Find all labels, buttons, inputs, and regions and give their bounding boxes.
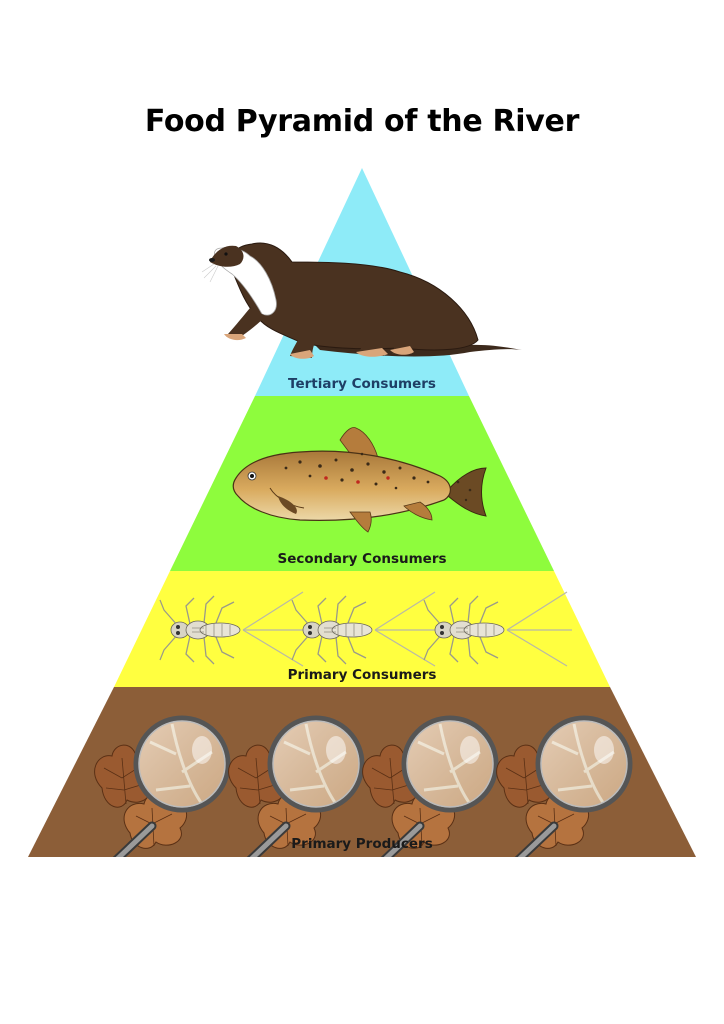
tier-label-primary-consumers: Primary Consumers [288,667,437,683]
page-title: Food Pyramid of the River [144,104,580,139]
tier-secondary-consumers: Secondary Consumers [170,396,554,571]
tier-label-primary-producers: Primary Producers [291,836,432,852]
tier-primary-consumers: Primary Consumers [114,571,610,687]
tier-tertiary-consumers: Tertiary Consumers [201,168,522,396]
otter-icon [201,242,522,359]
tier-primary-producers: Primary Producers [28,687,696,857]
tier-label-tertiary-consumers: Tertiary Consumers [288,376,436,392]
tier-label-secondary-consumers: Secondary Consumers [277,551,446,567]
trout-icon [232,427,487,533]
